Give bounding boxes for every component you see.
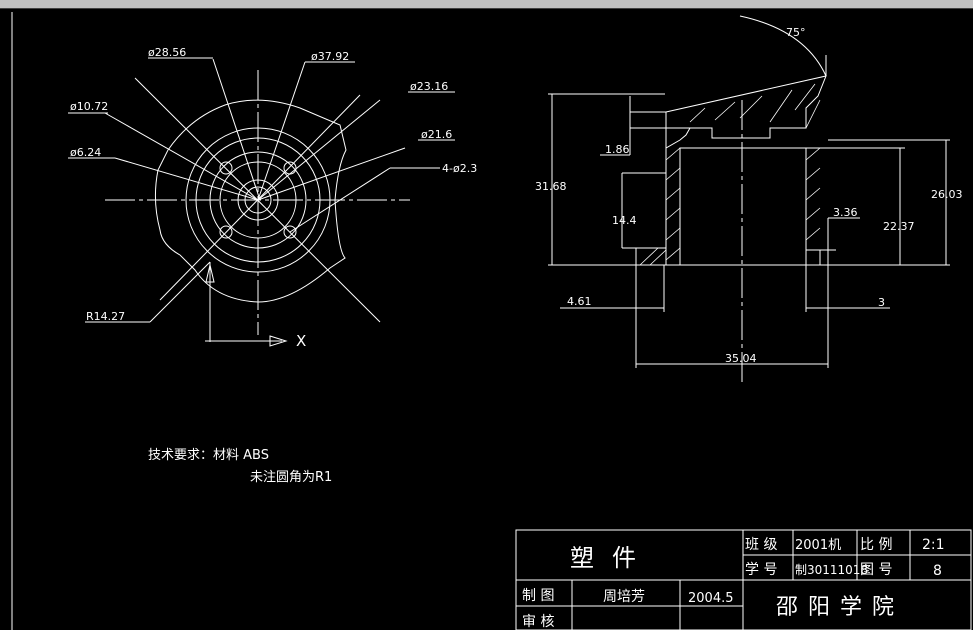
axis-x-label: X [296, 332, 306, 350]
cad-drawing: ø28.56 ø37.92 ø23.16 ø10.72 ø21.6 ø6.24 … [11, 12, 972, 630]
properties-icon[interactable] [260, 0, 272, 7]
pan-icon[interactable] [140, 0, 152, 7]
redo-icon[interactable] [40, 0, 52, 7]
paste-icon[interactable] [650, 0, 662, 7]
dim-1-86: 1.86 [605, 143, 630, 156]
part-name: 塑件 [570, 544, 654, 572]
scale-label: 比 例 [860, 537, 892, 553]
dim-d28-56: ø28.56 [148, 46, 186, 59]
undo-icon[interactable] [4, 0, 16, 7]
review-label: 审 核 [522, 614, 554, 630]
tech-requirement-note: 技术要求：材料 ABS [148, 448, 269, 463]
front-view [68, 57, 455, 347]
student-no-value: 制30111018 [795, 563, 868, 577]
scale-value: 2:1 [922, 537, 945, 553]
school-name: 邵阳学院 [776, 595, 904, 620]
dim-r14-27: R14.27 [86, 310, 125, 323]
class-label: 班 级 [745, 537, 777, 553]
save-icon[interactable] [420, 0, 432, 7]
dim-35-04: 35.04 [725, 352, 757, 365]
student-no-label: 学 号 [745, 562, 777, 578]
cut-icon[interactable] [540, 0, 552, 7]
drawing-no-value: 8 [933, 563, 942, 579]
dim-22-37: 22.37 [883, 220, 915, 233]
dim-4-61: 4.61 [567, 295, 592, 308]
layer-icon[interactable] [200, 0, 212, 7]
dim-d21-6: ø21.6 [421, 128, 452, 141]
section-view [548, 15, 950, 385]
dim-angle-75: 75° [786, 26, 806, 39]
dim-3-36: 3.36 [833, 206, 858, 219]
drawn-date: 2004.5 [688, 591, 734, 606]
class-value: 2001机 [795, 538, 841, 553]
dim-26-03: 26.03 [931, 188, 963, 201]
fillet-note: 未注圆角为R1 [250, 470, 332, 485]
zoom-icon[interactable] [80, 0, 92, 7]
dim-d37-92: ø37.92 [311, 50, 349, 63]
dim-holes: 4-ø2.3 [442, 162, 477, 175]
title-block [515, 529, 972, 630]
drawing-canvas[interactable]: ø28.56 ø37.92 ø23.16 ø10.72 ø21.6 ø6.24 … [0, 9, 973, 630]
drawn-by: 周培芳 [603, 588, 645, 605]
dim-d6-24: ø6.24 [70, 146, 101, 159]
dim-d23-16: ø23.16 [410, 80, 448, 93]
copy-icon[interactable] [600, 0, 612, 7]
toolbar [0, 0, 973, 9]
dim-d10-72: ø10.72 [70, 100, 108, 113]
dim-14-4: 14.4 [612, 214, 637, 227]
drawn-label: 制 图 [522, 588, 554, 604]
drawing-no-label: 图 号 [860, 562, 892, 578]
dim-31-68: 31.68 [535, 180, 567, 193]
match-icon[interactable] [360, 0, 372, 7]
print-icon[interactable] [480, 0, 492, 7]
dim-3: 3 [878, 296, 885, 309]
